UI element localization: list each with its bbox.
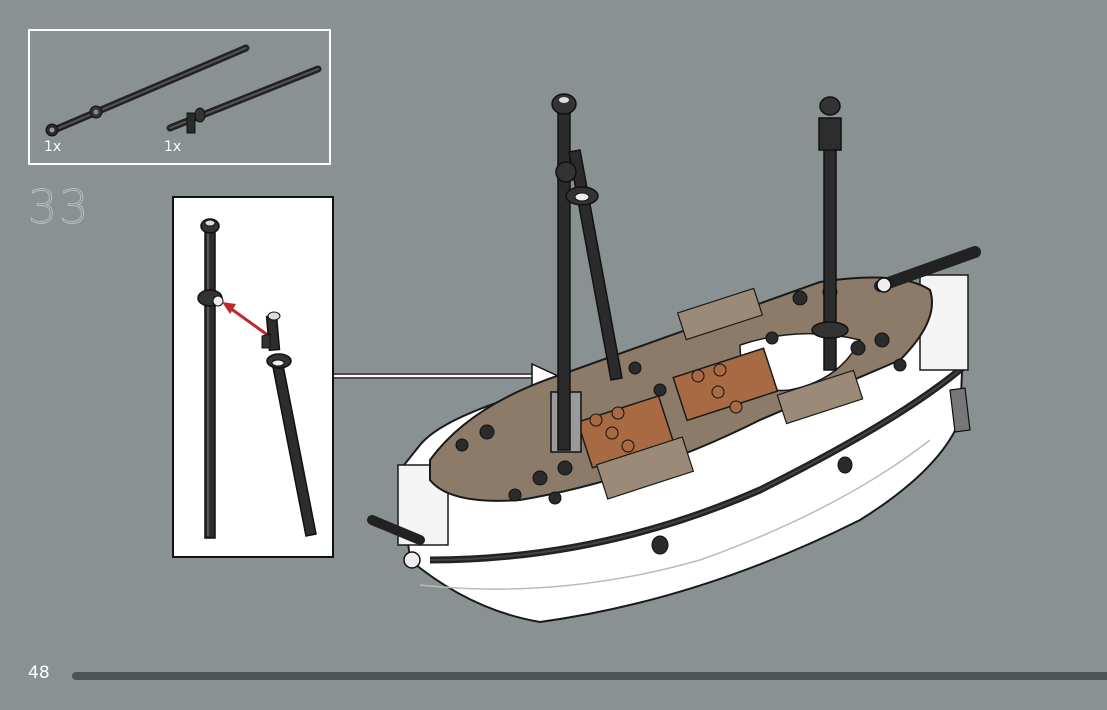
callout-pointer-arrow: [334, 364, 558, 388]
progress-bar: [72, 672, 1107, 680]
boat-model-illustration: [0, 0, 1107, 660]
page-number: 48: [28, 663, 50, 683]
